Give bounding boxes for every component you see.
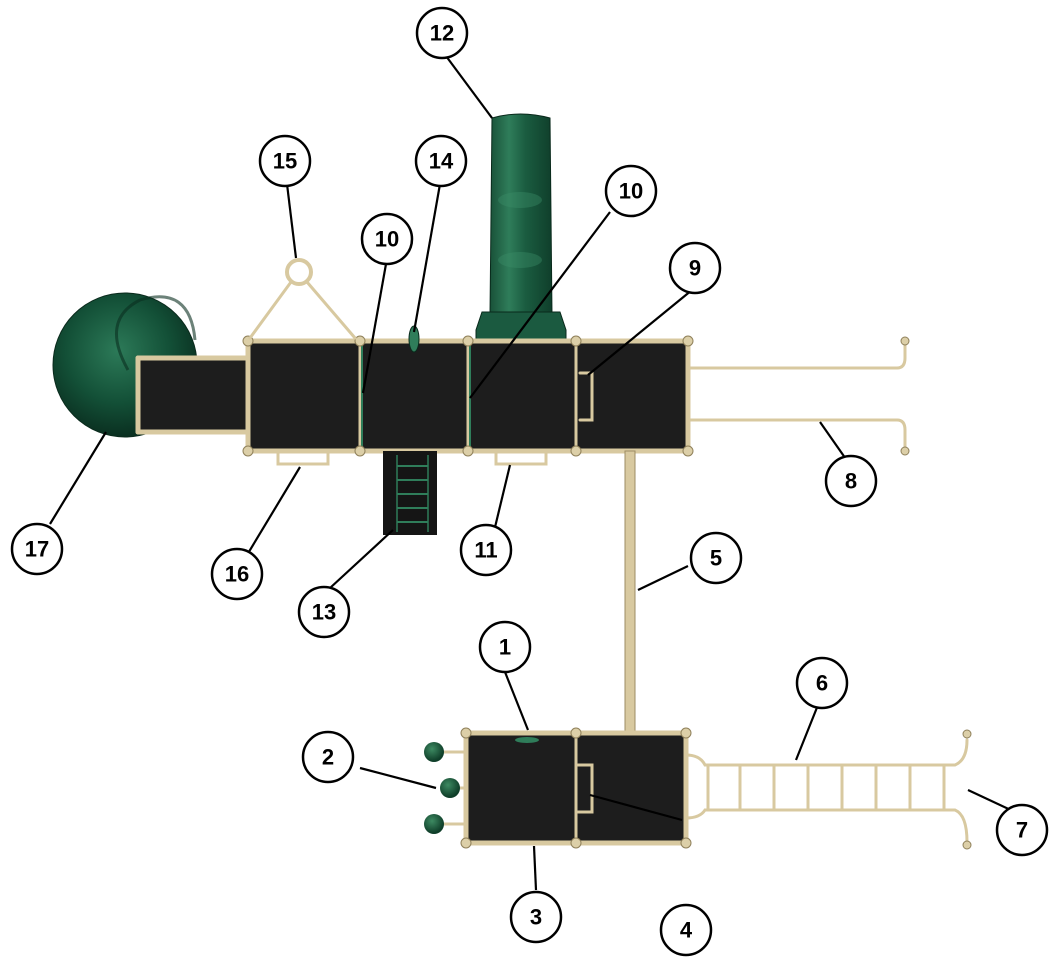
- horizontal-ladder: [684, 729, 972, 850]
- leader-lines: [49, 55, 1033, 891]
- callout-label-15: 15: [273, 149, 297, 174]
- callout-label-9: 9: [689, 256, 701, 281]
- callout-12: 12: [415, 6, 469, 60]
- callout-4: 4: [659, 903, 713, 957]
- callout-label-2: 2: [322, 745, 334, 770]
- support-beam: [624, 450, 636, 734]
- callout-label-17: 17: [25, 537, 49, 562]
- callout-5: 5: [689, 531, 743, 585]
- spiral-entry-chute: [135, 355, 251, 435]
- callout-label-13: 13: [312, 600, 336, 625]
- callout-17: 17: [10, 522, 64, 576]
- handle-11: [494, 449, 548, 466]
- callout-13: 13: [297, 585, 351, 639]
- step-bracket-lower: [576, 763, 594, 814]
- callout-label-4: 4: [680, 918, 693, 943]
- callout-16: 16: [210, 547, 264, 601]
- wave-slide-tube: [475, 113, 567, 347]
- upper-deck-row: [242, 335, 694, 457]
- callout-6: 6: [795, 656, 849, 710]
- ladder: [383, 451, 437, 535]
- callout-9: 9: [668, 241, 722, 295]
- callout-label-14: 14: [429, 149, 454, 174]
- callout-label-7: 7: [1016, 818, 1028, 843]
- callout-label-3: 3: [530, 905, 542, 930]
- trapeze-ring: [248, 258, 357, 340]
- callout-label-5: 5: [710, 546, 722, 571]
- callout-label-11: 11: [474, 538, 497, 563]
- callout-label-10-right: 10: [619, 179, 643, 204]
- callout-label-6: 6: [816, 671, 828, 696]
- callout-8: 8: [824, 454, 878, 508]
- callout-label-16: 16: [225, 562, 249, 587]
- swing-beam-arms: [686, 336, 910, 456]
- callout-10-left: 10: [360, 212, 414, 266]
- callout-14: 14: [414, 134, 468, 188]
- callout-7: 7: [995, 803, 1049, 857]
- callout-label-8: 8: [845, 469, 857, 494]
- callout-label-1: 1: [499, 635, 511, 660]
- handle-16: [276, 449, 330, 466]
- lower-deck-row: [460, 727, 692, 849]
- callout-3: 3: [509, 890, 563, 944]
- rock-knobs: [424, 742, 468, 834]
- callout-2: 2: [301, 730, 355, 784]
- callout-1: 1: [478, 620, 532, 674]
- callout-11: 11: [459, 523, 513, 577]
- callout-10-right: 10: [604, 164, 658, 218]
- callout-label-10-left: 10: [375, 227, 399, 252]
- callout-15: 15: [258, 134, 312, 188]
- callout-label-12: 12: [430, 21, 454, 46]
- step-bracket-upper: [578, 371, 594, 422]
